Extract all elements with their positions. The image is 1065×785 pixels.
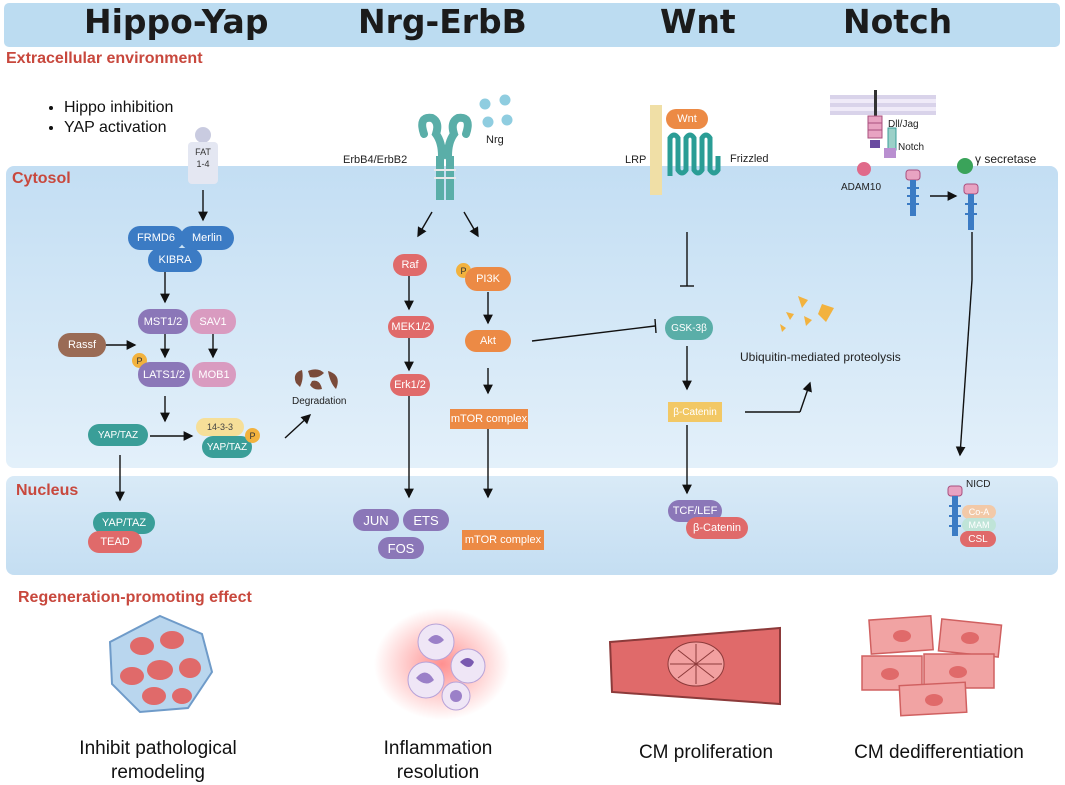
label-notch: Notch — [898, 142, 925, 153]
header-bar — [4, 3, 1060, 47]
phospho-badge: P — [245, 428, 260, 443]
node-mst: MST1/2 — [138, 309, 188, 334]
bullet-yap-activation: YAP activation — [64, 118, 173, 138]
label-lrp: LRP — [625, 154, 647, 166]
node-kibra: KIBRA — [148, 248, 202, 272]
effect-inflammation-resolution: Inflammation resolution — [383, 738, 493, 783]
lrp-receptor — [650, 105, 662, 195]
label-frizzled: Frizzled — [730, 153, 769, 165]
adam10-icon — [857, 162, 871, 176]
immune-cells-icon — [374, 608, 510, 720]
label-gamma-secretase: γ secretase — [975, 152, 1037, 166]
label-degradation: Degradation — [292, 396, 347, 407]
nrg-ligand-icon — [479, 94, 513, 128]
node-yaptaz-bound: YAP/TAZ — [202, 436, 252, 458]
header-nrg-erbb: Nrg-ErbB — [358, 2, 527, 41]
node-pi3k: PI3K — [465, 267, 511, 291]
node-mtor-nucleus: mTOR complex — [462, 530, 544, 550]
fat-receptor-head — [195, 127, 211, 143]
node-akt: Akt — [465, 330, 511, 352]
signaling-cell-membrane — [830, 95, 936, 115]
section-nucleus: Nucleus — [16, 482, 79, 499]
section-extracellular: Extracellular environment — [6, 50, 203, 67]
fat-receptor: FAT 1-4 — [188, 142, 218, 184]
node-wnt-ligand: Wnt — [666, 109, 708, 129]
erbb-receptor-icon — [418, 113, 472, 200]
nicd-icon — [947, 485, 963, 536]
ligand-stalk — [874, 90, 877, 116]
label-erbb-receptor: ErbB4/ErbB2 — [343, 154, 408, 166]
dedifferentiated-cardiomyocytes-icon — [861, 615, 1003, 717]
header-hippo-yap: Hippo-Yap — [84, 2, 269, 41]
nucleus-zone — [6, 476, 1058, 575]
node-jun: JUN — [353, 509, 399, 531]
node-yaptaz-nucleus: YAP/TAZ — [93, 512, 155, 534]
node-mam: MAM — [962, 518, 996, 532]
degradation-fragments-icon — [294, 369, 338, 390]
frizzled-receptor-icon — [667, 132, 721, 176]
node-gsk3b: GSK-3β — [665, 316, 713, 340]
node-14-3-3: 14-3-3 — [196, 418, 244, 436]
notch-receptor-cleaved-icon — [905, 169, 921, 216]
node-ets: ETS — [403, 509, 449, 531]
node-rassf: Rassf — [58, 333, 106, 357]
node-csl: CSL — [960, 531, 996, 547]
effect-cm-proliferation: CM proliferation — [638, 742, 774, 763]
node-mtor-cytosol: mTOR complex — [450, 409, 528, 429]
remodeling-tissue-icon — [108, 614, 214, 714]
node-sav1: SAV1 — [190, 309, 236, 334]
node-fos: FOS — [378, 537, 424, 559]
section-regeneration: Regeneration-promoting effect — [18, 589, 252, 606]
node-frmd6: FRMD6 — [128, 226, 184, 250]
label-nicd: NICD — [966, 479, 991, 490]
label-adam10: ADAM10 — [841, 182, 882, 193]
node-tead: TEAD — [88, 531, 142, 553]
notch-intracellular-icon — [963, 183, 979, 230]
node-raf: Raf — [393, 254, 427, 276]
dll-jag-notch-icon — [867, 115, 897, 158]
header-notch: Notch — [843, 2, 953, 41]
node-yaptaz-cytosol: YAP/TAZ — [88, 424, 148, 446]
node-tcf-lef: TCF/LEF — [668, 500, 722, 522]
node-beta-catenin-cytosol: β-Catenin — [668, 402, 722, 422]
node-merlin: Merlin — [180, 226, 234, 250]
gamma-secretase-icon — [957, 158, 973, 174]
node-erk: Erk1/2 — [390, 374, 430, 396]
proliferating-cardiomyocyte-icon — [608, 626, 781, 706]
label-nrg: Nrg — [486, 134, 504, 146]
effect-cm-dedifferentiation: CM dedifferentiation — [854, 742, 1024, 763]
bullet-hippo-inhibition: Hippo inhibition — [64, 98, 173, 118]
proteolysis-fragments-icon — [780, 296, 834, 332]
node-mob1: MOB1 — [192, 362, 236, 387]
label-dll-jag: Dll/Jag — [888, 119, 919, 130]
node-co-a: Co-A — [962, 505, 996, 519]
section-cytosol: Cytosol — [12, 170, 71, 187]
label-ubiquitin-proteolysis: Ubiquitin-mediated proteolysis — [740, 350, 901, 364]
node-lats: LATS1/2 — [138, 362, 190, 387]
header-wnt: Wnt — [660, 2, 736, 41]
effect-inhibit-remodeling: Inhibit pathological remodeling — [79, 738, 237, 783]
node-mek: MEK1/2 — [388, 316, 434, 338]
node-beta-catenin-nucleus: β-Catenin — [686, 517, 748, 539]
hippo-bullet-list: Hippo inhibition YAP activation — [40, 98, 173, 138]
